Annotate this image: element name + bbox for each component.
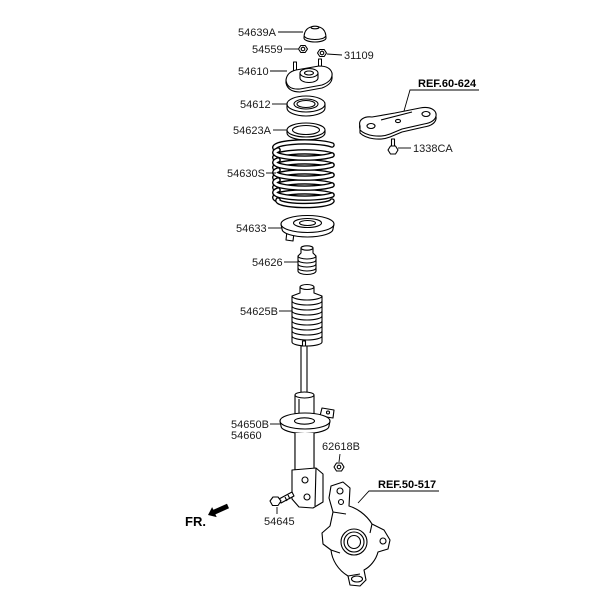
bump-stop-drawing — [297, 245, 317, 276]
part-label: 54639A — [238, 27, 277, 39]
part-number-labels: 54639A 54559 31109 54610 54612 54623A 54… — [227, 27, 453, 528]
reference-leader-upper — [403, 89, 479, 112]
boot-body — [291, 286, 323, 347]
part-label: 54610 — [238, 66, 269, 78]
bolt-head — [269, 496, 282, 507]
plate-hole-center — [394, 118, 402, 124]
flange-nut-drawing — [297, 44, 309, 54]
boot-top — [299, 283, 315, 291]
front-label: FR. — [185, 514, 206, 529]
reference-label-upper: REF.60-624 — [418, 78, 477, 90]
front-arrow-icon — [208, 503, 229, 518]
spring-seat-bore — [293, 417, 316, 425]
knuckle-hub-bore — [346, 534, 362, 550]
bracket-bolt-drawing — [387, 138, 399, 155]
strut-body-lower — [294, 433, 315, 471]
strut-body-top — [294, 391, 315, 399]
insulator-cap-drawing — [303, 25, 327, 43]
reference-label-lower: REF.50-517 — [378, 479, 436, 491]
spring-seat-ring-drawing — [286, 122, 326, 141]
part-label: 54626 — [252, 257, 283, 269]
hose-bracket-hole — [325, 410, 331, 415]
link-nut-drawing — [333, 462, 345, 472]
bump-stop-ribs — [297, 255, 317, 272]
boot-bellows — [291, 295, 323, 341]
pad-bore — [298, 219, 317, 227]
bolt-head — [387, 145, 399, 155]
bolt-threads — [284, 494, 291, 502]
part-label: 54625B — [240, 306, 278, 318]
strut-clevis — [291, 467, 324, 509]
clevis-hole-upper — [301, 476, 309, 484]
strut-assembly-drawing — [279, 340, 335, 509]
part-label: 31109 — [344, 50, 374, 62]
spring-pad-drawing — [280, 214, 335, 242]
nut-hole — [336, 464, 342, 470]
clevis-edge — [314, 467, 317, 507]
part-label: 54612 — [240, 99, 271, 111]
part-label: 62618B — [322, 441, 360, 453]
lock-nut-drawing — [316, 48, 328, 58]
mount-boss-hole — [303, 70, 315, 76]
bearing-bore — [296, 99, 316, 109]
bracket-plate-drawing — [359, 106, 437, 140]
cap-top — [310, 25, 320, 30]
leader-line — [338, 453, 341, 463]
bump-stop-body — [297, 247, 317, 276]
clevis-bolt-drawing — [269, 491, 295, 507]
leader-line — [326, 53, 343, 56]
clevis-hole-lower — [303, 493, 311, 501]
knuckle-lower-hole — [337, 498, 345, 506]
steering-arm-hole — [379, 537, 387, 545]
ball-joint-boss — [350, 575, 364, 583]
coil-front-inner — [273, 148, 334, 207]
leader-lines — [266, 31, 479, 514]
cap-body — [303, 25, 327, 43]
part-label: 54660 — [231, 430, 262, 442]
part-label: 1338CA — [413, 143, 453, 155]
part-label: 54650B — [231, 419, 269, 431]
strut-mount-drawing — [285, 58, 333, 93]
front-indicator: FR. — [185, 503, 229, 529]
part-label: 54623A — [233, 125, 272, 137]
knuckle-edges — [330, 511, 373, 577]
exploded-view-drawing — [269, 25, 437, 587]
plate-ridge — [380, 111, 413, 121]
nut-hole — [300, 46, 306, 52]
dust-boot-drawing — [291, 283, 323, 347]
bump-stop-top — [300, 245, 314, 251]
bearing-drawing — [286, 95, 326, 117]
coil-spring-drawing — [272, 139, 335, 209]
coil-back-inner — [273, 140, 334, 202]
part-label: 54633 — [236, 223, 267, 235]
part-label: 54645 — [264, 516, 295, 528]
plate-hole-left — [366, 122, 376, 130]
cap-rim — [303, 35, 327, 41]
reference-leader-lower — [357, 490, 439, 504]
piston-rod — [300, 345, 308, 397]
plate-hole-right — [421, 110, 431, 118]
nut-hole — [319, 50, 325, 56]
knuckle-upper-hole — [336, 487, 344, 495]
steering-knuckle-drawing — [321, 481, 391, 587]
part-label: 54630S — [227, 168, 265, 180]
part-label: 54559 — [252, 44, 283, 56]
ring-bore — [291, 124, 321, 136]
